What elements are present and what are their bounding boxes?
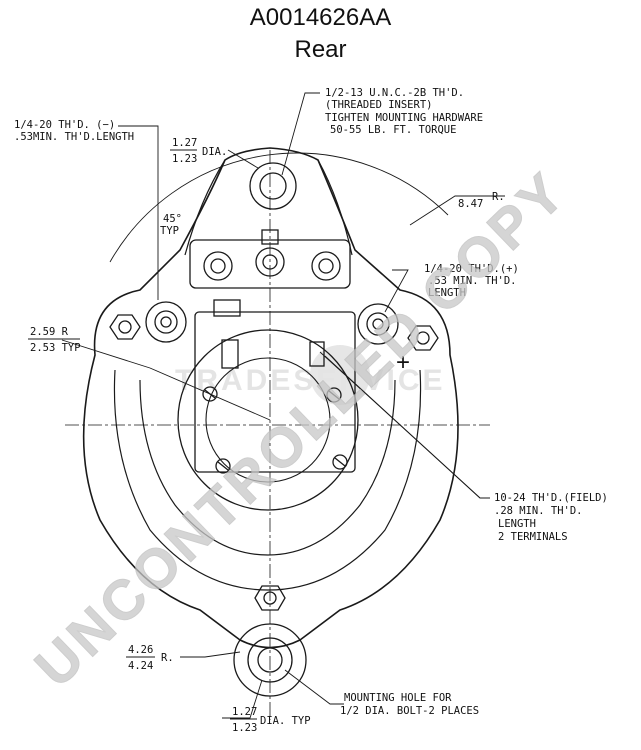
svg-text:1/2 DIA. BOLT-2 PLACES: 1/2 DIA. BOLT-2 PLACES — [340, 705, 479, 717]
leader-lines — [61, 92, 505, 719]
drawing-title: A0014626AA — [249, 4, 392, 31]
drawing-subtitle: Rear — [294, 36, 347, 63]
svg-text:4.24: 4.24 — [128, 660, 153, 672]
callout-bottom-hole-diameter: 1.27 1.23 DIA. TYP — [230, 706, 311, 734]
svg-text:1/4-20 TH'D.(+): 1/4-20 TH'D.(+) — [424, 263, 519, 275]
svg-text:1.23: 1.23 — [172, 153, 197, 165]
svg-text:2 TERMINALS: 2 TERMINALS — [498, 531, 568, 543]
svg-text:LENGTH: LENGTH — [428, 287, 466, 299]
svg-text:R.: R. — [492, 191, 505, 203]
callout-mounting-hole: MOUNTING HOLE FOR 1/2 DIA. BOLT-2 PLACES — [340, 692, 479, 717]
svg-text:R.: R. — [161, 652, 174, 664]
svg-text:.53MIN. TH'D.LENGTH: .53MIN. TH'D.LENGTH — [14, 131, 134, 143]
right-nut — [407, 325, 439, 351]
callout-boss-radius: 2.59 R 2.53 TYP — [28, 326, 81, 354]
svg-text:DIA.: DIA. — [202, 146, 227, 158]
callout-field-terminal: 10-24 TH'D.(FIELD) .28 MIN. TH'D. LENGTH… — [494, 492, 608, 543]
tradeservice-watermark: TRADESERVICE — [175, 345, 443, 405]
svg-text:2.59 R: 2.59 R — [30, 326, 69, 338]
svg-text:2.53 TYP: 2.53 TYP — [30, 342, 81, 354]
svg-text:.53 MIN. TH'D.: .53 MIN. TH'D. — [428, 275, 517, 287]
bottom-mount-ear — [233, 623, 307, 697]
left-nut — [109, 314, 141, 340]
svg-text:10-24 TH'D.(FIELD): 10-24 TH'D.(FIELD) — [494, 492, 608, 504]
svg-text:4.26: 4.26 — [128, 644, 153, 656]
svg-text:LENGTH: LENGTH — [498, 518, 536, 530]
svg-text:DIA. TYP: DIA. TYP — [260, 715, 311, 727]
terminal-block — [189, 229, 351, 289]
callout-mounting-insert: 1/2-13 U.N.C.-2B TH'D. (THREADED INSERT)… — [325, 87, 483, 136]
callout-positive-terminal: 1/4-20 TH'D.(+) .53 MIN. TH'D. LENGTH — [424, 263, 519, 299]
svg-text:1/4-20 TH'D. (−): 1/4-20 TH'D. (−) — [14, 119, 115, 131]
svg-text:TYP: TYP — [160, 225, 179, 237]
svg-text:50-55 LB. FT. TORQUE: 50-55 LB. FT. TORQUE — [330, 124, 456, 136]
svg-text:TIGHTEN MOUNTING HARDWARE: TIGHTEN MOUNTING HARDWARE — [325, 112, 483, 124]
callout-bottom-radius: 4.26 4.24 R. — [126, 644, 174, 672]
callout-outer-radius: 8.47 R. — [455, 191, 505, 210]
svg-text:1.27: 1.27 — [172, 137, 197, 149]
svg-text:8.47: 8.47 — [458, 198, 483, 210]
bottom-nut — [254, 585, 286, 611]
callout-top-hole-diameter: 1.27 1.23 DIA. — [170, 137, 227, 165]
svg-text:.28 MIN. TH'D.: .28 MIN. TH'D. — [494, 505, 583, 517]
left-boss — [145, 301, 187, 343]
svg-text:1/2-13 U.N.C.-2B TH'D.: 1/2-13 U.N.C.-2B TH'D. — [325, 87, 464, 99]
right-boss — [357, 303, 399, 345]
svg-text:MOUNTING HOLE FOR: MOUNTING HOLE FOR — [344, 692, 452, 704]
svg-text:(THREADED INSERT): (THREADED INSERT) — [325, 99, 432, 111]
svg-text:1.27: 1.27 — [232, 706, 257, 718]
positive-mark: + — [396, 349, 410, 376]
svg-text:1.23: 1.23 — [232, 722, 257, 734]
svg-text:45°: 45° — [163, 213, 182, 225]
callout-negative-terminal: 1/4-20 TH'D. (−) .53MIN. TH'D.LENGTH — [14, 119, 134, 143]
callout-angle: 45° TYP — [160, 213, 182, 237]
top-mount-ear — [249, 162, 297, 210]
